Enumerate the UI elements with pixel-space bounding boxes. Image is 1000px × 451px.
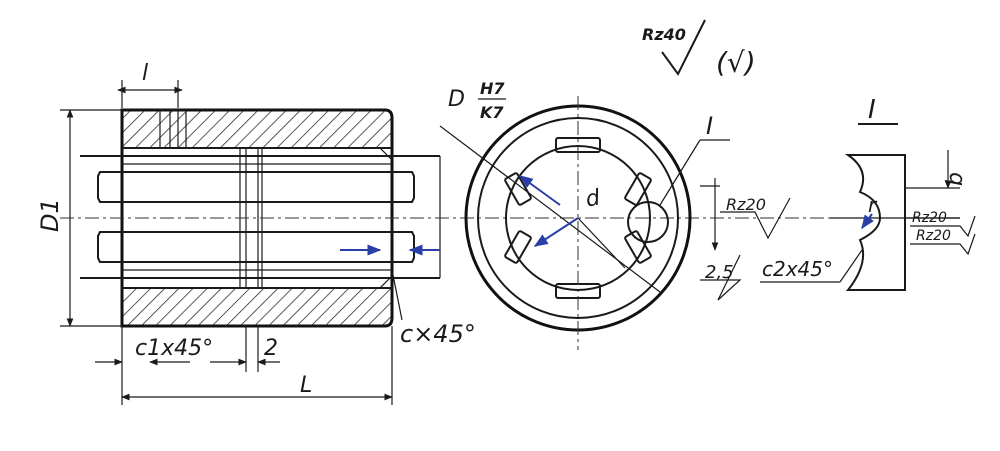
roughness-symbol: Rz40 (√) [642, 19, 756, 79]
dim-c1-label: c1x45° [135, 336, 213, 361]
dim-r-label: r [868, 193, 878, 217]
roughness-value: Rz40 [642, 25, 686, 44]
upper-wall-hatch [122, 110, 392, 148]
fit-lower: K7 [480, 103, 504, 122]
upper-key [97, 171, 415, 203]
dim-L-label: L [300, 373, 312, 398]
roughness-bracket: (√) [716, 46, 756, 79]
detail-profile [844, 154, 906, 291]
roughness-top: Rz20 [912, 210, 947, 226]
roughness-bottom: Rz20 [916, 228, 951, 244]
lower-key [97, 231, 415, 263]
dim-D1-label: D1 [36, 198, 64, 232]
fit-upper: H7 [480, 79, 505, 98]
detail-title: I [868, 95, 876, 125]
dim-2-5-label: 2,5 [705, 262, 734, 283]
body-outline [120, 108, 394, 328]
roughness-rz20: Rz20 [726, 195, 766, 214]
dim-b-label: b [943, 172, 968, 186]
end-view: D H7 K7 d I Rz20 2,5 c2x45° [439, 79, 863, 350]
lower-wall-hatch [122, 288, 392, 326]
dim-c-label: c×45° [400, 320, 476, 348]
dim-d-label: d [584, 185, 603, 212]
dim-l-label: l [142, 61, 148, 86]
detail-view: I b r Rz20 Rz20 [830, 95, 976, 291]
dim-c2-label: c2x45° [762, 257, 833, 281]
dim-D-label: D [448, 87, 465, 112]
inner-circle [477, 117, 679, 319]
dim-2-label: 2 [264, 336, 278, 361]
section-view: l D1 c1x45° 2 L c×45° [36, 61, 960, 405]
detail-ref-label: I [706, 112, 713, 140]
